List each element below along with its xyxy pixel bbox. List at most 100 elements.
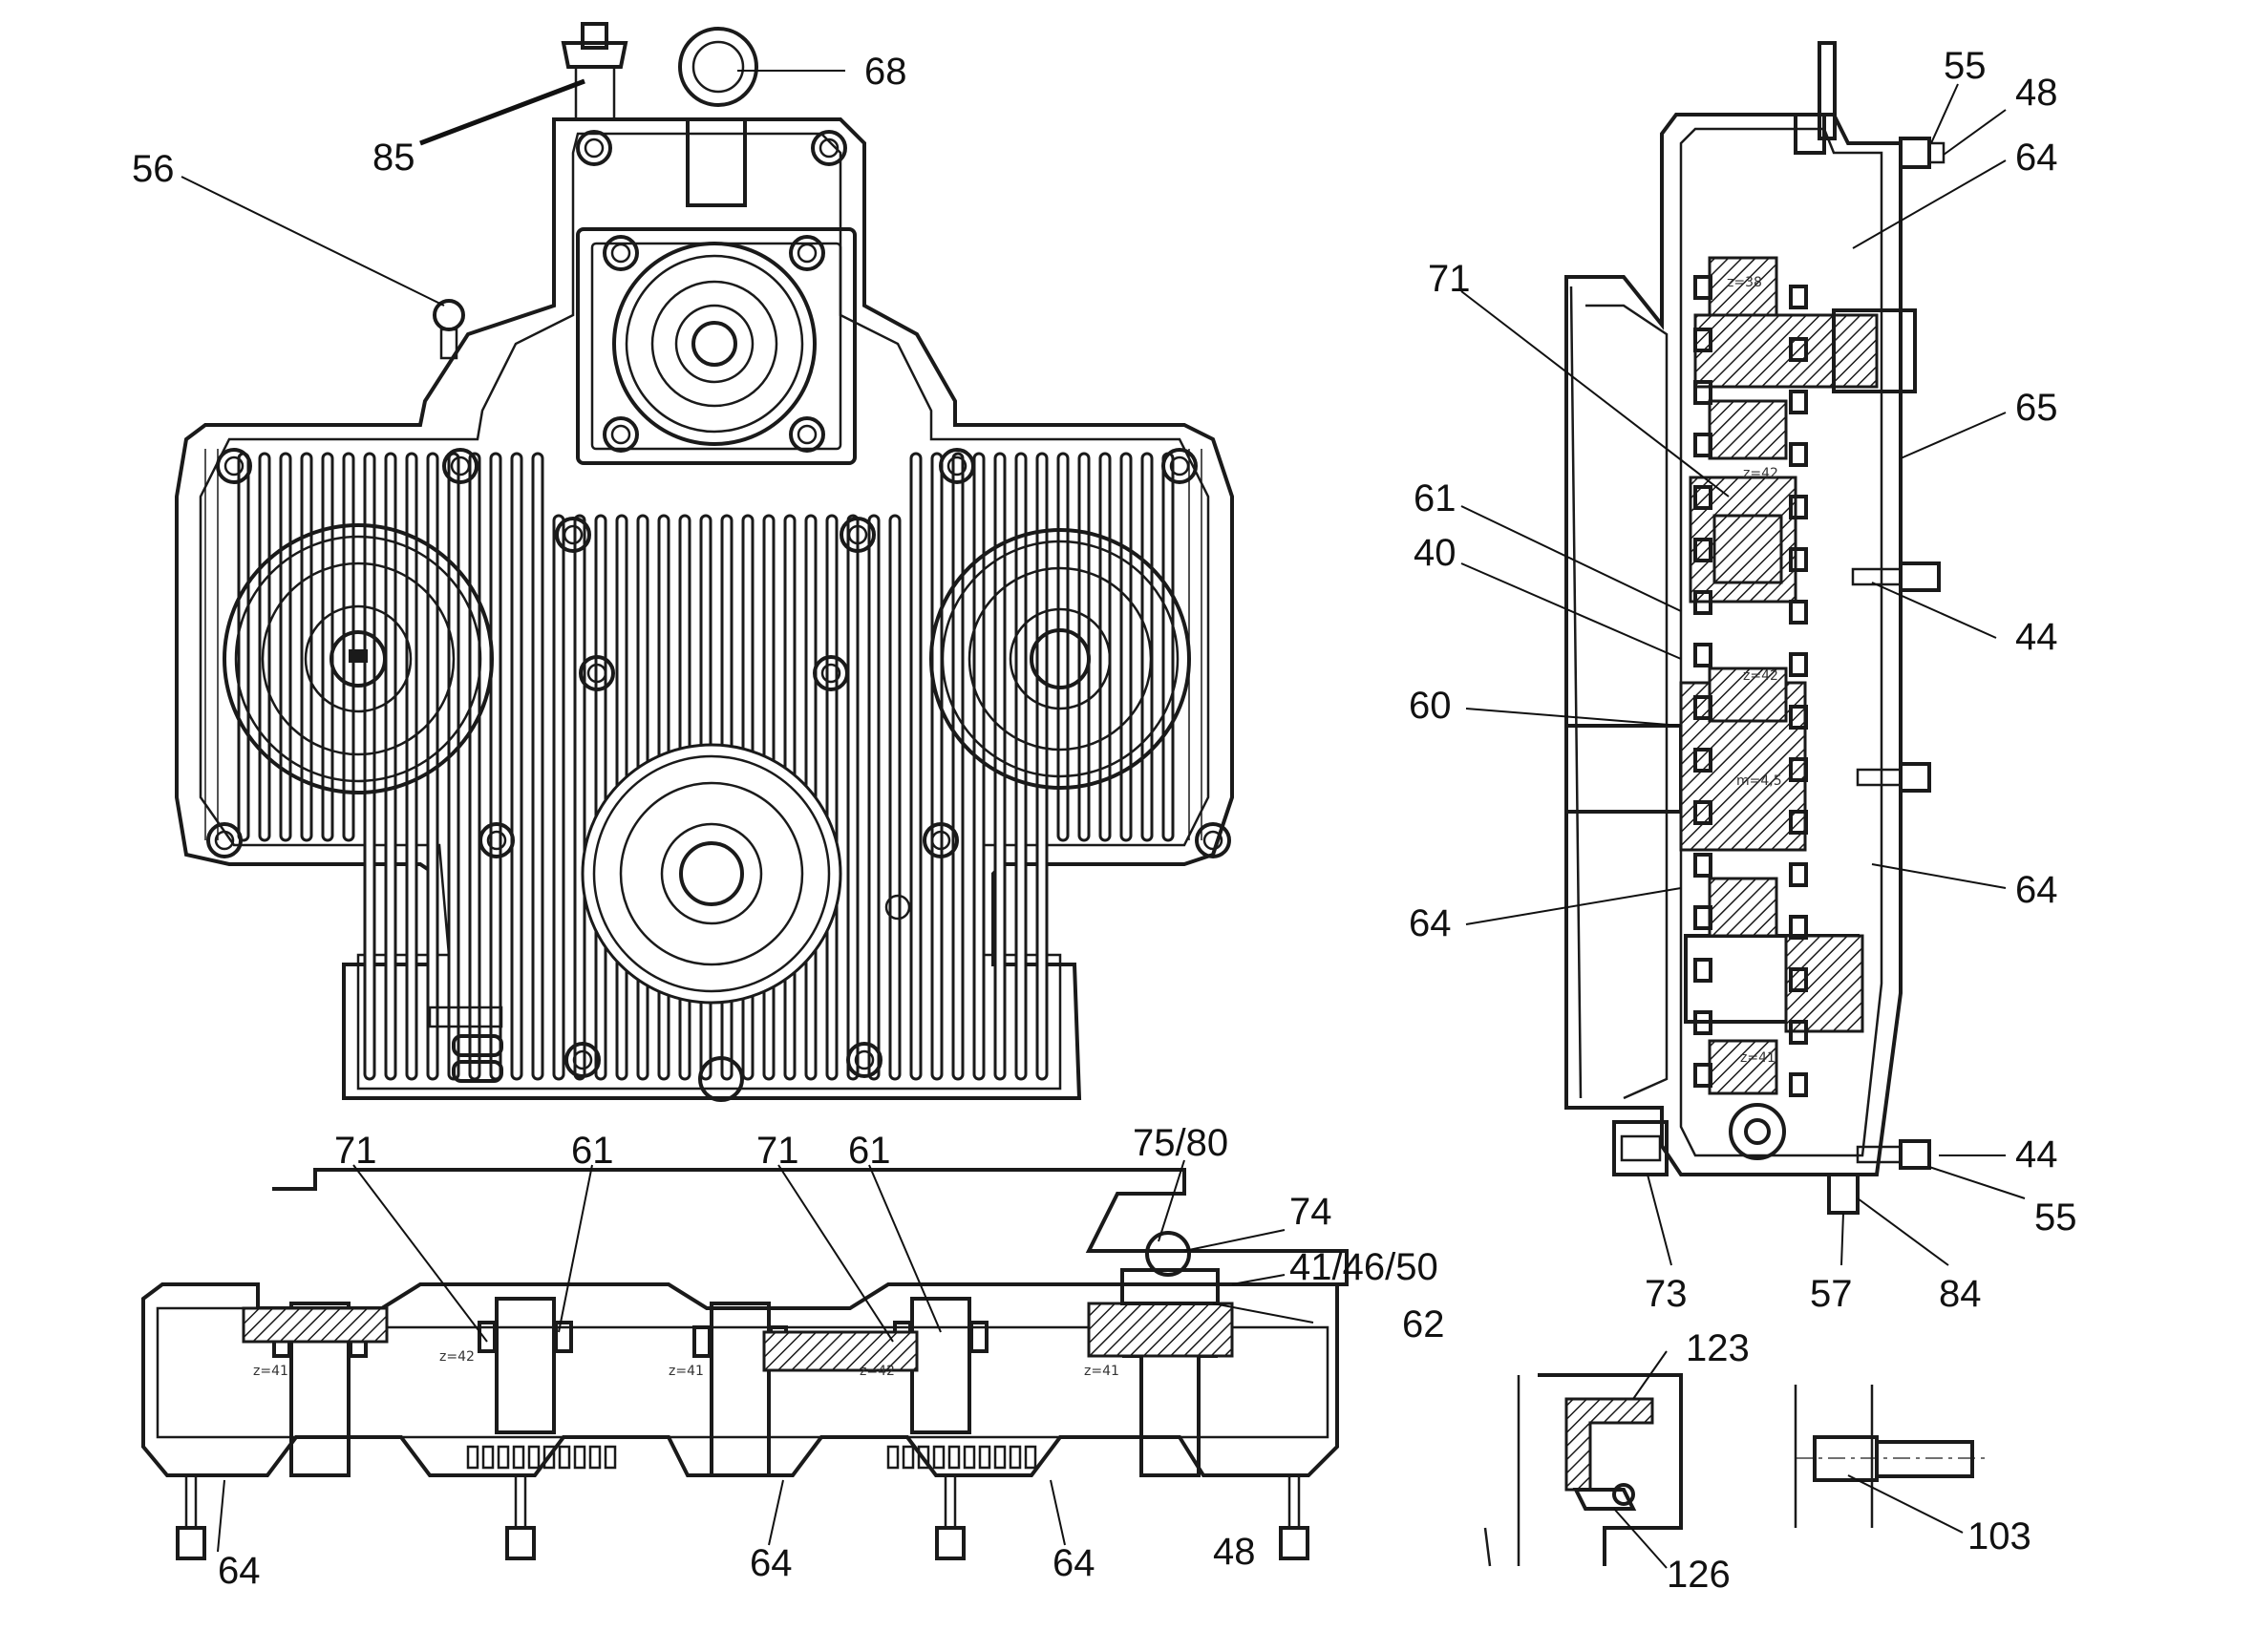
- bearing-roller: [1693, 748, 1712, 773]
- cooling-fin: [1161, 452, 1175, 842]
- front-view: [175, 22, 1234, 1102]
- housing-bolt-head: [847, 524, 868, 545]
- housing-bolt-head: [946, 455, 968, 477]
- housing-bolt-head: [214, 830, 235, 851]
- bearing-roller: [1789, 652, 1808, 677]
- housing-bolt-head: [820, 663, 841, 684]
- gear-section: [1712, 514, 1783, 584]
- front-housing-rim: [199, 132, 1210, 1091]
- callout-85: 85: [372, 137, 415, 179]
- section-top-band: [272, 1168, 1349, 1286]
- side-section-view: z=38 z=42 z=42 m=4,5 z=41: [1564, 41, 1946, 1215]
- cooling-fin: [825, 514, 839, 1081]
- callout-126: 126: [1667, 1554, 1731, 1596]
- callout-40: 40: [1414, 532, 1457, 574]
- gear-section: [1708, 667, 1788, 723]
- gear-tooth: [993, 1445, 1007, 1470]
- housing-bolt-head: [819, 138, 840, 159]
- gear-tooth: [512, 1445, 525, 1470]
- section-shaft: [495, 1297, 556, 1434]
- side-shaft-input: [1564, 724, 1683, 814]
- nut: [505, 1526, 536, 1560]
- callout-64-sec-b: 64: [750, 1542, 793, 1584]
- callout-71-b: 71: [756, 1130, 799, 1172]
- cooling-fin: [342, 452, 355, 842]
- bearing-roller: [1693, 485, 1712, 510]
- gear-mark-z38: z=38: [1727, 275, 1762, 290]
- front-top-plate: [576, 227, 857, 465]
- callout-48-sec: 48: [1213, 1531, 1256, 1573]
- cooling-fin: [1119, 452, 1133, 842]
- bearing-roller: [1693, 853, 1712, 878]
- bearing-roller: [1693, 1063, 1712, 1088]
- gear-tooth: [466, 1445, 479, 1470]
- gear-tooth: [1024, 1445, 1037, 1470]
- cooling-fin: [531, 452, 544, 1081]
- housing-bolt: [442, 448, 478, 484]
- cooling-fin: [321, 452, 334, 842]
- housing-bolt-head: [610, 424, 631, 445]
- housing-bolt: [564, 1042, 601, 1078]
- section-bearing: [692, 1325, 712, 1358]
- gear-section: [1708, 399, 1788, 460]
- housing-bolt: [840, 517, 876, 553]
- section-shaft: [910, 1297, 971, 1434]
- bearing-left: [223, 523, 494, 794]
- nut: [935, 1526, 966, 1560]
- side-plug-84: [1827, 1173, 1860, 1215]
- side-left-cover: [1569, 286, 1669, 1100]
- housing-bolt: [603, 416, 639, 453]
- gear-mark-z42b: z=42: [1743, 668, 1778, 684]
- cooling-fin: [1035, 452, 1049, 1081]
- gear-mark-z41: z=41: [1740, 1050, 1776, 1066]
- bearing-roller: [1789, 285, 1808, 309]
- breather-85: [561, 22, 628, 121]
- housing-bolt-head: [930, 830, 951, 851]
- bearing-roller: [1693, 590, 1712, 615]
- bearing-roller: [1789, 967, 1808, 992]
- gear-tooth: [588, 1445, 602, 1470]
- callout-73: 73: [1645, 1273, 1688, 1315]
- nut: [176, 1526, 206, 1560]
- bearing-roller: [1693, 1010, 1712, 1035]
- callout-74: 74: [1289, 1191, 1332, 1233]
- gear-tooth: [604, 1445, 617, 1470]
- callout-123: 123: [1686, 1327, 1750, 1369]
- cooling-fin: [594, 514, 607, 1081]
- callout-61-a: 61: [571, 1130, 614, 1172]
- nut: [1279, 1526, 1309, 1560]
- detail-seal: [1483, 1373, 1683, 1567]
- side-shaft-top: [1693, 313, 1879, 389]
- housing-bolt: [789, 235, 825, 271]
- cooling-fin: [951, 452, 965, 1081]
- cooling-fin: [468, 452, 481, 1081]
- callout-61-side: 61: [1414, 477, 1457, 519]
- housing-bolt-head: [797, 424, 818, 445]
- bearing-roller: [1789, 600, 1808, 625]
- callout-103: 103: [1967, 1515, 2031, 1557]
- callout-71-side: 71: [1428, 258, 1471, 300]
- section-shaft: [710, 1302, 771, 1477]
- housing-bolt: [789, 416, 825, 453]
- bearing-roller: [1789, 495, 1808, 519]
- sec-gear-mark-4: z=42: [860, 1364, 895, 1379]
- section-shafts: [272, 1297, 1218, 1477]
- drain-plug: [698, 1056, 744, 1102]
- cooling-fin: [1014, 452, 1028, 1081]
- bearing-roller: [1693, 538, 1712, 562]
- gear-tooth: [527, 1445, 541, 1470]
- cooling-fin: [1077, 452, 1091, 842]
- small-eye-56: [433, 299, 465, 360]
- bearing-roller: [1693, 905, 1712, 930]
- sec-gear-mark-1: z=41: [253, 1364, 288, 1379]
- side-shaft-top-core: [1832, 308, 1917, 393]
- callout-55-bot: 55: [2034, 1197, 2077, 1239]
- cooling-fin: [972, 452, 986, 1081]
- section-flange-left: [242, 1306, 389, 1344]
- housing-bolt: [811, 130, 847, 166]
- side-bottom-plug: [1729, 1103, 1786, 1160]
- side-bolts: [1794, 41, 1946, 1170]
- front-bolts: [206, 130, 1231, 1078]
- cooling-fin: [447, 452, 460, 1081]
